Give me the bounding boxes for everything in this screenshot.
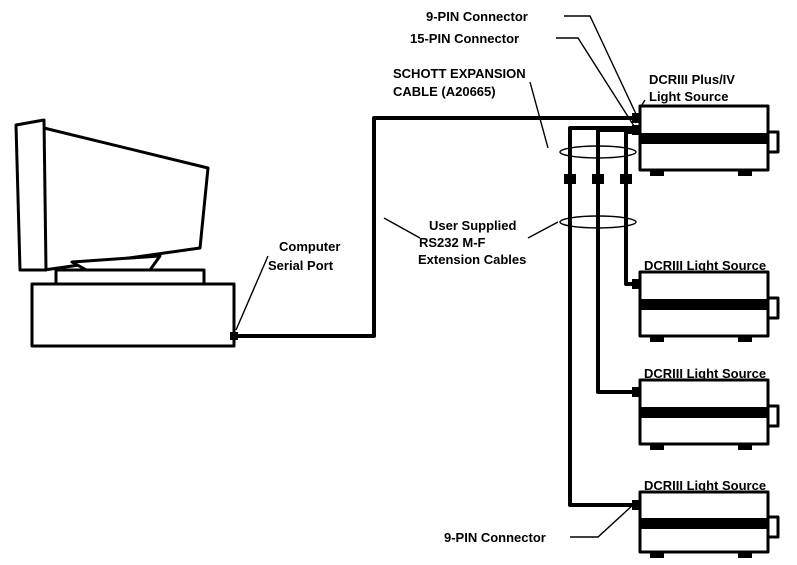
leader-serial-port (235, 255, 269, 331)
computer-base-top (54, 268, 206, 286)
expansion-branch-2 (596, 128, 638, 394)
label-computer-1: Computer (279, 239, 340, 254)
leader-user-right (527, 221, 559, 239)
leader-lines (235, 15, 646, 538)
light-source-3 (632, 490, 780, 558)
leader-9pin-bottom (570, 503, 635, 538)
label-plus-2: Light Source (649, 89, 728, 104)
computer (14, 118, 238, 348)
monitor-shell (42, 126, 210, 272)
computer-case (30, 282, 236, 348)
label-ls1: DCRIII Light Source (644, 258, 766, 273)
label-user-1: User Supplied (429, 218, 516, 233)
label-user-3: Extension Cables (418, 252, 526, 267)
serial-port-connector (230, 332, 238, 340)
light-source-1 (632, 270, 780, 342)
label-9pin-top: 9-PIN Connector (426, 9, 528, 24)
light-source-2 (632, 378, 780, 450)
labels: 9-PIN Connector 15-PIN Connector SCHOTT … (268, 9, 766, 545)
inline-connector (592, 174, 604, 184)
cables (236, 116, 638, 507)
inline-connector (564, 174, 576, 184)
label-ls3: DCRIII Light Source (644, 478, 766, 493)
expansion-bundle-ellipse (559, 145, 637, 159)
label-user-2: RS232 M-F (419, 235, 486, 250)
label-ls2: DCRIII Light Source (644, 366, 766, 381)
label-expansion-2: CABLE (A20665) (393, 84, 496, 99)
label-15pin: 15-PIN Connector (410, 31, 519, 46)
monitor-bezel (14, 118, 48, 272)
leader-expansion (529, 81, 549, 149)
leader-9pin-top (564, 15, 637, 115)
expansion-branch-3 (624, 130, 638, 286)
main-serial-cable (236, 116, 638, 338)
label-9pin-bottom: 9-PIN Connector (444, 530, 546, 545)
extension-bundle-ellipse (559, 215, 637, 229)
leader-user-left (383, 217, 421, 239)
label-expansion-1: SCHOTT EXPANSION (393, 66, 526, 81)
label-computer-2: Serial Port (268, 258, 334, 273)
leader-15pin (556, 37, 635, 127)
leader-plus-ls (639, 99, 646, 109)
light-source-plus (632, 104, 780, 176)
label-plus-1: DCRIII Plus/IV (649, 72, 735, 87)
inline-connector (620, 174, 632, 184)
